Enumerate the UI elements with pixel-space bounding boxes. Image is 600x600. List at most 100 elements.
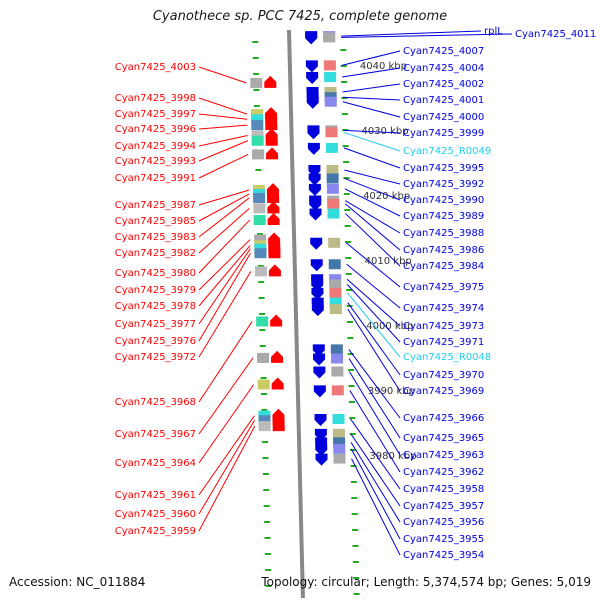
reverse-gene-leader (350, 448, 401, 540)
reverse-gene-label: Cyan7425_3999 (403, 128, 484, 139)
forward-gene-arrow (271, 377, 284, 390)
reverse-gene-label: Cyan7425_3975 (403, 282, 484, 293)
forward-gene-block (252, 149, 265, 160)
reverse-gene-arrow (310, 237, 323, 250)
map-title: Cyanothece sp. PCC 7425, complete genome (152, 9, 448, 24)
reverse-gene-label: Cyan7425_3966 (403, 413, 484, 424)
reverse-gene-leader (344, 188, 401, 217)
reverse-gene-label: Cyan7425_3963 (403, 450, 484, 461)
forward-gene-label: Cyan7425_3983 (115, 232, 196, 243)
forward-gene-block (251, 130, 264, 141)
reverse-gene-block (323, 60, 336, 71)
forward-gene-leader (198, 219, 251, 274)
scale-label: 4030 kbp (361, 126, 408, 137)
reverse-gene-block (326, 165, 339, 175)
forward-gene-leader (198, 271, 252, 358)
forward-gene-leader (198, 384, 255, 464)
reverse-gene-leader (346, 278, 401, 327)
reverse-gene-label: Cyan7425_3990 (403, 195, 484, 206)
forward-gene-label: Cyan7425_3996 (115, 124, 196, 135)
reverse-gene-label: Cyan7425_4004 (403, 63, 484, 74)
forward-gene-block (257, 352, 270, 363)
forward-gene-block (254, 234, 267, 245)
reverse-gene-block (332, 413, 345, 424)
accession-label: Accession: NC_011884 (9, 575, 146, 589)
forward-gene-arrow (268, 246, 281, 259)
reverse-gene-label: Cyan7425_3965 (403, 433, 484, 444)
reverse-gene-leader (344, 203, 401, 251)
reverse-gene-label: Cyan7425_3989 (403, 211, 484, 222)
reverse-gene-block (332, 428, 345, 439)
forward-gene-leader (198, 197, 250, 238)
forward-gene-label: Cyan7425_3978 (115, 301, 196, 312)
forward-gene-leader (198, 425, 256, 532)
reverse-gene-label: Cyan7425_3974 (403, 303, 484, 314)
reverse-gene-label: Cyan7425_3955 (403, 534, 484, 545)
forward-gene-label: Cyan7425_3964 (115, 458, 196, 469)
reverse-gene-leader (343, 131, 401, 152)
reverse-gene-label: Cyan7425_4007 (403, 46, 484, 57)
forward-gene-block (258, 415, 271, 426)
reverse-gene-block (323, 32, 336, 43)
reverse-gene-arrow (307, 142, 320, 155)
reverse-gene-arrow (305, 60, 318, 73)
reverse-gene-block (331, 385, 344, 396)
forward-gene-leader (198, 419, 255, 515)
reverse-gene-block (328, 259, 341, 270)
reverse-gene-leader (350, 442, 401, 523)
forward-gene-arrow (267, 213, 280, 226)
forward-gene-label: Cyan7425_3980 (115, 268, 196, 279)
reverse-gene-leader (344, 200, 401, 234)
reverse-gene-leader (341, 30, 482, 37)
reverse-gene-block (333, 443, 346, 454)
reverse-gene-leader (345, 213, 401, 267)
reverse-gene-block (326, 183, 339, 194)
scale-label: 4010 kbp (365, 256, 412, 267)
forward-gene-label: Cyan7425_3991 (115, 173, 196, 184)
reverse-gene-block (330, 344, 343, 355)
forward-gene-label: Cyan7425_3993 (115, 156, 196, 167)
forward-gene-block (257, 379, 270, 390)
reverse-gene-label: Cyan7425_3986 (403, 245, 484, 256)
reverse-gene-label: Cyan7425_3954 (403, 550, 484, 561)
reverse-gene-block (331, 366, 344, 377)
reverse-gene-leader (351, 458, 401, 556)
forward-gene-leader (198, 124, 248, 130)
forward-gene-leader (198, 252, 251, 342)
forward-gene-label: Cyan7425_4003 (115, 62, 196, 73)
reverse-gene-leader (346, 284, 401, 343)
reverse-gene-label: Cyan7425_3970 (403, 370, 484, 381)
reverse-gene-arrow (311, 287, 324, 300)
forward-gene-label: Cyan7425_3985 (115, 216, 196, 227)
forward-gene-arrow (272, 419, 285, 432)
reverse-gene-label: Cyan7425_3956 (403, 517, 484, 528)
reverse-gene-arrow (313, 366, 326, 379)
reverse-gene-arrow (315, 453, 328, 466)
forward-gene-leader (198, 245, 251, 307)
reverse-gene-block (329, 287, 342, 298)
reverse-gene-label: Cyan7425_3969 (403, 386, 484, 397)
forward-gene-leader (198, 321, 253, 403)
forward-gene-leader (198, 153, 249, 179)
forward-gene-leader (198, 135, 248, 147)
forward-gene-block (254, 266, 267, 277)
forward-gene-leader (198, 415, 255, 496)
forward-gene-label: Cyan7425_3994 (115, 141, 196, 152)
forward-gene-arrow (264, 75, 277, 88)
reverse-gene-arrow (313, 353, 326, 366)
reverse-gene-label: rplL (484, 26, 503, 37)
reverse-gene-leader (349, 390, 401, 473)
forward-gene-label: Cyan7425_3982 (115, 248, 196, 259)
forward-gene-leader (198, 113, 248, 120)
forward-gene-leader (198, 189, 250, 206)
reverse-gene-arrow (314, 413, 327, 426)
reverse-gene-leader (347, 302, 401, 376)
forward-gene-block (256, 316, 269, 327)
reverse-gene-block (326, 173, 339, 184)
reverse-gene-label: Cyan7425_3992 (403, 179, 484, 190)
reverse-gene-leader (344, 177, 401, 201)
forward-gene-label: Cyan7425_3972 (115, 352, 196, 363)
scale-label: 4020 kbp (363, 191, 410, 202)
reverse-gene-arrow (312, 344, 325, 357)
